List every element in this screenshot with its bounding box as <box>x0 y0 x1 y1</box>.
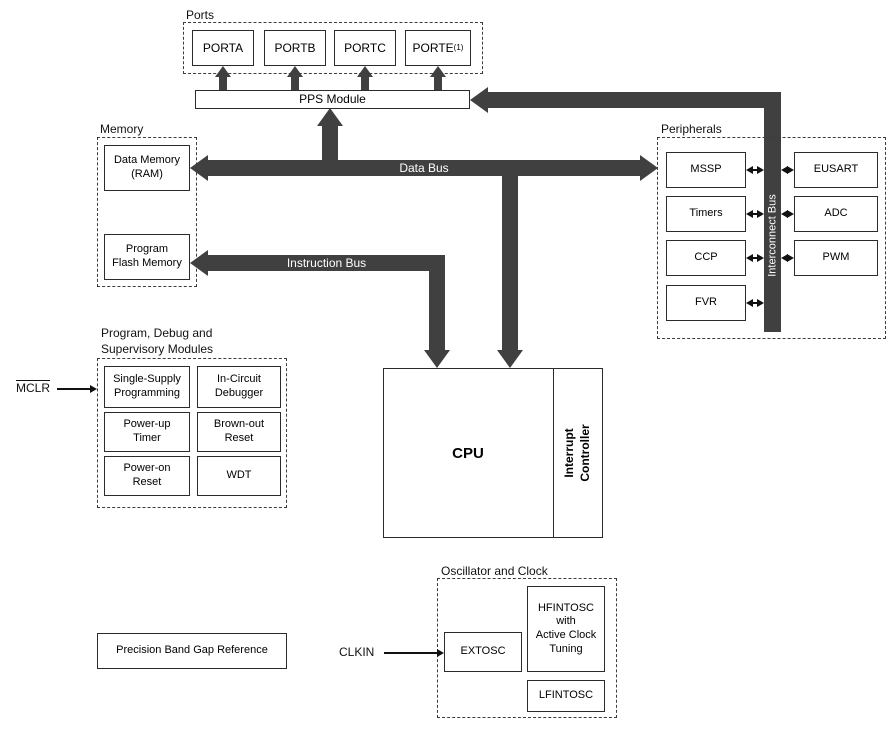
oscillator-group-outline <box>437 578 617 718</box>
data-bus-arrowhead-left <box>190 155 208 181</box>
ports-group-outline <box>183 22 483 74</box>
timers-bus-connector-line <box>751 213 759 215</box>
fvr-bus-connector-arrow-right <box>757 299 764 307</box>
interconnect-bus-bar <box>764 92 781 332</box>
instruction-bus-label: Instruction Bus <box>286 256 367 270</box>
pps-interconnect-bus <box>488 92 781 108</box>
pps-module-box: PPS Module <box>195 90 470 109</box>
interrupt-controller-label: Interrupt Controller <box>562 424 592 482</box>
fvr-bus-connector-line <box>751 302 759 304</box>
ccp-bus-connector-line <box>751 257 759 259</box>
portc-box: PORTC <box>334 30 396 66</box>
debug-group-label: Program, Debug and Supervisory Modules <box>101 326 214 356</box>
in-circuit-debugger-box: In-Circuit Debugger <box>197 366 281 408</box>
cpu-box <box>383 368 603 538</box>
mssp-box: MSSP <box>666 152 746 188</box>
porte-footnote: (1) <box>453 43 464 52</box>
pps-to-porte-bar <box>434 77 442 90</box>
data-bus-label: Data Bus <box>399 161 449 175</box>
pps-to-porte-arrowhead <box>430 66 446 77</box>
instruction-bus-arrowhead-left <box>190 250 208 276</box>
peripherals-group-label: Peripherals <box>661 122 722 136</box>
peripherals-group-outline <box>657 137 886 339</box>
eusart-box: EUSART <box>794 152 878 188</box>
pwm-bus-connector-arrow-right <box>787 254 794 262</box>
instruction-bus-to-cpu-arrowhead <box>424 350 450 368</box>
mclr-arrow-line <box>57 388 91 390</box>
memory-group-label: Memory <box>100 122 144 136</box>
ports-group-label: Ports <box>186 8 215 22</box>
instruction-bus-to-cpu-bar <box>429 255 445 350</box>
timers-bus-connector-arrow-right <box>757 210 764 218</box>
pps-bus-arrowhead <box>470 87 488 113</box>
timers-bus-connector-arrow-left <box>746 210 753 218</box>
oscillator-group-label: Oscillator and Clock <box>441 564 548 578</box>
brown-out-reset-box: Brown-out Reset <box>197 412 281 452</box>
mssp-bus-connector-arrow-left <box>746 166 753 174</box>
pps-to-porta-bar <box>219 77 227 90</box>
adc-box: ADC <box>794 196 878 232</box>
band-gap-reference-box: Precision Band Gap Reference <box>97 633 287 669</box>
mssp-bus-connector-arrow-right <box>757 166 764 174</box>
pps-to-porta-arrowhead <box>215 66 231 77</box>
data-bus-bar <box>208 160 640 176</box>
pps-to-portc-bar <box>361 77 369 90</box>
porte-box: PORTE(1) <box>405 30 471 66</box>
porte-label: PORTE <box>412 40 454 55</box>
ccp-bus-connector-arrow-right <box>757 254 764 262</box>
instruction-bus-bar <box>208 255 445 271</box>
wdt-box: WDT <box>197 456 281 496</box>
clkin-label: CLKIN <box>339 645 375 659</box>
debug-group-outline <box>97 358 287 508</box>
data-bus-arrowhead-right <box>640 155 658 181</box>
mssp-bus-connector-line <box>751 169 759 171</box>
hfintosc-box: HFINTOSC with Active Clock Tuning <box>527 586 605 672</box>
power-up-timer-box: Power-up Timer <box>104 412 190 452</box>
pps-to-portb-bar <box>291 77 299 90</box>
extosc-box: EXTOSC <box>444 632 522 672</box>
interrupt-controller-strip: Interrupt Controller <box>553 368 603 538</box>
data-bus-to-pps-bar <box>322 126 338 160</box>
memory-group-outline <box>97 137 197 287</box>
pps-to-portc-arrowhead <box>357 66 373 77</box>
data-bus-to-cpu-arrowhead <box>497 350 523 368</box>
clkin-arrowhead <box>437 649 444 657</box>
portb-box: PORTB <box>264 30 326 66</box>
porta-box: PORTA <box>192 30 254 66</box>
fvr-bus-connector-arrow-left <box>746 299 753 307</box>
data-memory-box: Data Memory (RAM) <box>104 145 190 191</box>
pps-to-portb-arrowhead <box>287 66 303 77</box>
data-bus-to-pps-arrowhead <box>317 108 343 126</box>
fvr-box: FVR <box>666 285 746 321</box>
program-flash-box: Program Flash Memory <box>104 234 190 280</box>
lfintosc-box: LFINTOSC <box>527 680 605 712</box>
cpu-divider <box>553 368 554 538</box>
power-on-reset-box: Power-on Reset <box>104 456 190 496</box>
clkin-arrow-line <box>384 652 437 654</box>
mclr-label: MCLR <box>16 381 51 395</box>
adc-bus-connector-arrow-right <box>787 210 794 218</box>
eusart-bus-connector-arrow-right <box>787 166 794 174</box>
ccp-box: CCP <box>666 240 746 276</box>
ccp-bus-connector-arrow-left <box>746 254 753 262</box>
single-supply-programming-box: Single-Supply Programming <box>104 366 190 408</box>
mclr-arrowhead <box>90 385 97 393</box>
cpu-label: CPU <box>452 444 484 462</box>
timers-box: Timers <box>666 196 746 232</box>
data-bus-to-cpu-bar <box>502 176 518 350</box>
pwm-box: PWM <box>794 240 878 276</box>
